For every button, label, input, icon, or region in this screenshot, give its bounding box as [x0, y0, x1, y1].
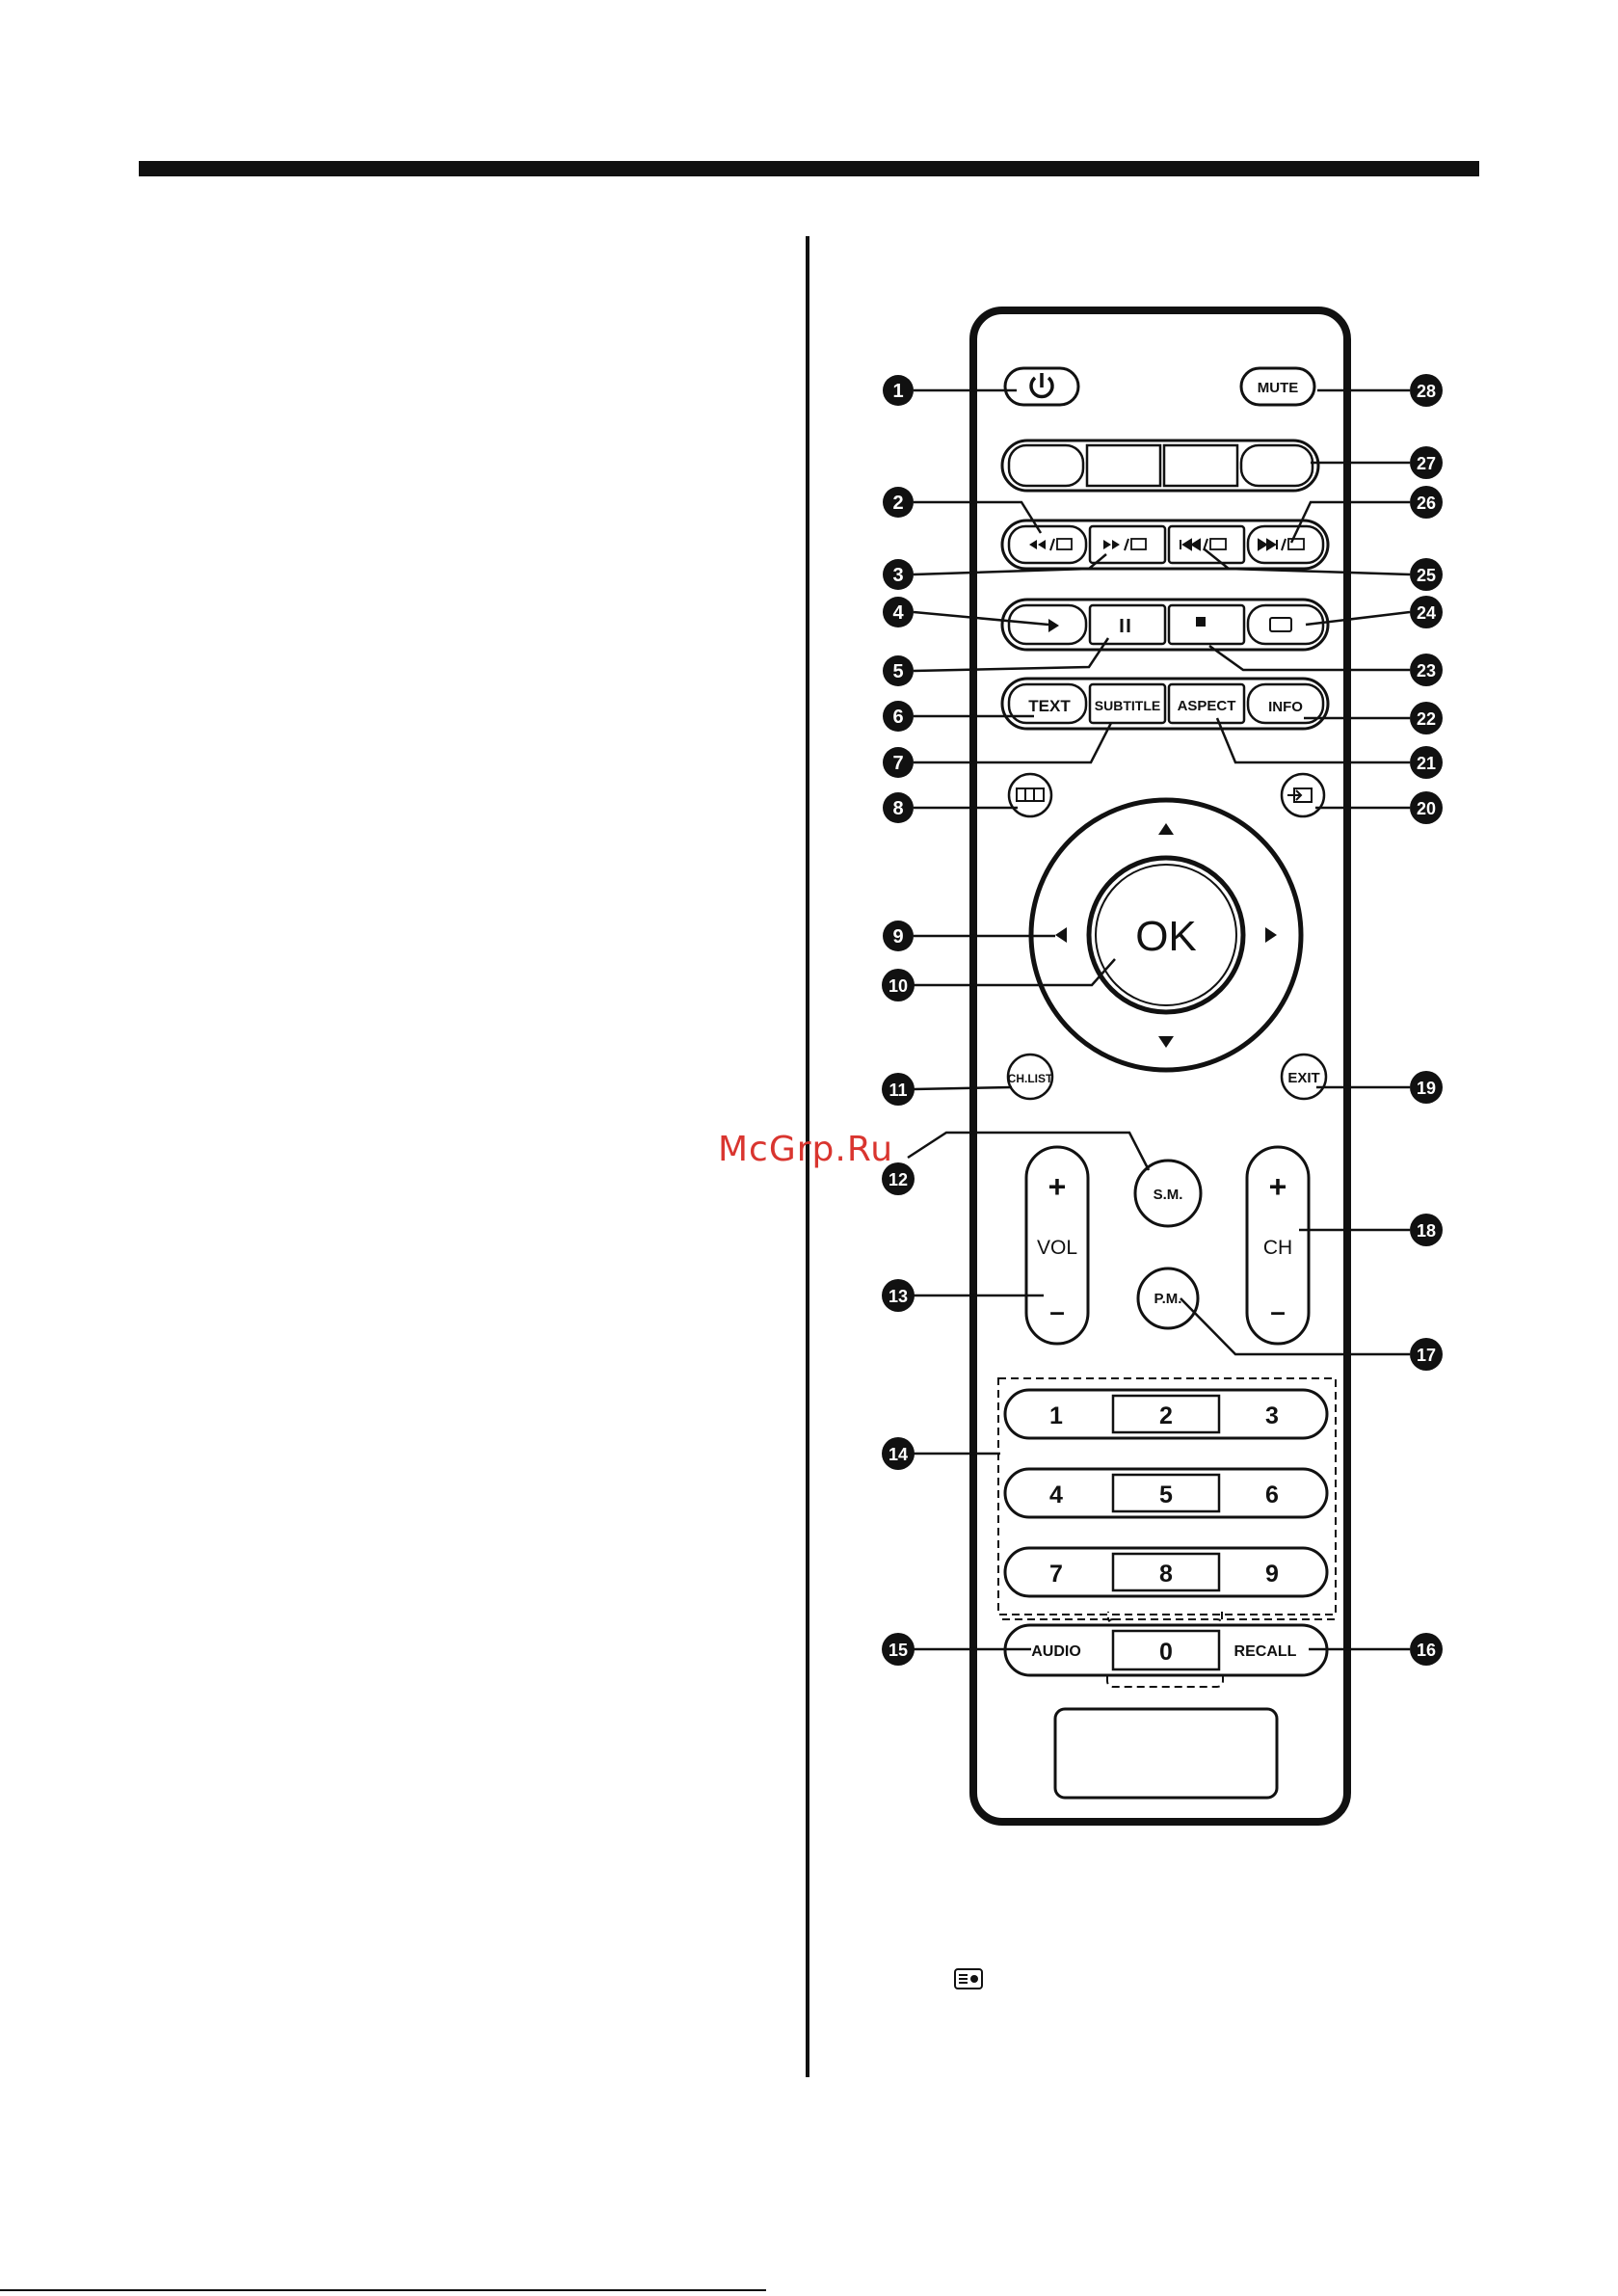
- stop-icon: [1196, 617, 1206, 627]
- mute-button[interactable]: MUTE: [1241, 368, 1314, 405]
- callout-17: 17: [1417, 1346, 1436, 1365]
- ok-button[interactable]: OK: [1089, 858, 1243, 1012]
- text-label: TEXT: [1028, 697, 1071, 715]
- volume-up-label[interactable]: +: [1048, 1169, 1067, 1204]
- callout-1: 1: [892, 381, 903, 402]
- digit-3-button[interactable]: 3: [1265, 1402, 1279, 1429]
- ch-list-label: CH.LIST: [1008, 1072, 1053, 1085]
- callout-4: 4: [892, 602, 904, 624]
- stop-button[interactable]: [1169, 605, 1244, 644]
- callout-25: 25: [1417, 566, 1436, 585]
- recall-button[interactable]: RECALL: [1234, 1643, 1297, 1660]
- callout-8: 8: [892, 798, 903, 819]
- volume-label: VOL: [1037, 1237, 1077, 1259]
- exit-button[interactable]: EXIT: [1282, 1055, 1326, 1099]
- text-row: TEXT SUBTITLE ASPECT INFO: [1002, 679, 1328, 729]
- callout-16: 16: [1417, 1641, 1436, 1660]
- rewind-button[interactable]: [1009, 526, 1086, 563]
- volume-rocker[interactable]: + VOL –: [1026, 1147, 1088, 1344]
- aspect-button[interactable]: ASPECT: [1169, 684, 1244, 723]
- channel-down-label[interactable]: –: [1270, 1296, 1286, 1326]
- callout-27: 27: [1417, 454, 1436, 473]
- bottom-row: AUDIO 0 RECALL: [1002, 1612, 1336, 1687]
- navigation-pad: OK: [1031, 800, 1301, 1070]
- transport-row-1: [1002, 521, 1328, 569]
- source-button[interactable]: [1282, 774, 1324, 816]
- callout-13: 13: [889, 1287, 908, 1306]
- digit-7-button[interactable]: 7: [1049, 1561, 1063, 1588]
- transport-row-2: [1002, 600, 1328, 650]
- mute-label: MUTE: [1258, 380, 1299, 396]
- subtitle-button[interactable]: SUBTITLE: [1090, 684, 1165, 723]
- teletext-icon: [954, 1968, 983, 1989]
- callout-22: 22: [1417, 709, 1436, 729]
- exit-label: EXIT: [1287, 1070, 1319, 1086]
- callout-5: 5: [892, 661, 903, 682]
- callout-11: 11: [889, 1081, 907, 1100]
- callout-6: 6: [892, 707, 903, 728]
- sound-mode-button[interactable]: S.M.: [1135, 1161, 1201, 1226]
- digit-6-button[interactable]: 6: [1265, 1482, 1279, 1508]
- red-key[interactable]: [1009, 445, 1083, 486]
- skip-next-button[interactable]: [1248, 526, 1323, 563]
- digit-8-button[interactable]: 8: [1159, 1561, 1173, 1588]
- callout-23: 23: [1417, 661, 1436, 681]
- callout-20: 20: [1417, 799, 1436, 818]
- pause-button[interactable]: [1090, 605, 1165, 644]
- menu-button[interactable]: [1009, 774, 1051, 816]
- channel-label: CH: [1263, 1237, 1292, 1259]
- ir-window: [1055, 1709, 1277, 1798]
- digit-0-button[interactable]: 0: [1159, 1639, 1173, 1666]
- picture-mode-label: P.M.: [1154, 1291, 1182, 1307]
- callout-26: 26: [1417, 494, 1436, 513]
- ok-label: OK: [1135, 913, 1197, 960]
- yellow-key[interactable]: [1164, 445, 1237, 486]
- picture-mode-button[interactable]: P.M.: [1138, 1268, 1198, 1328]
- volume-down-label[interactable]: –: [1049, 1296, 1065, 1326]
- audio-button[interactable]: AUDIO: [1031, 1643, 1081, 1660]
- callout-7: 7: [892, 753, 903, 774]
- callout-15: 15: [889, 1641, 908, 1660]
- subtitle-label: SUBTITLE: [1095, 698, 1160, 713]
- callout-10: 10: [889, 976, 908, 996]
- callout-3: 3: [892, 565, 903, 586]
- callout-19: 19: [1417, 1079, 1436, 1098]
- digit-4-button[interactable]: 4: [1049, 1482, 1063, 1508]
- sound-mode-label: S.M.: [1154, 1187, 1183, 1203]
- info-label: INFO: [1268, 699, 1303, 715]
- digit-5-button[interactable]: 5: [1159, 1482, 1173, 1508]
- callout-28: 28: [1417, 382, 1436, 401]
- callout-21: 21: [1417, 754, 1436, 773]
- power-button[interactable]: [1005, 368, 1078, 405]
- color-keys-row: [1002, 441, 1318, 491]
- number-pad: 1 2 3 4 5 6 7 8 9: [998, 1378, 1336, 1615]
- green-key[interactable]: [1087, 445, 1160, 486]
- aspect-label: ASPECT: [1178, 698, 1236, 714]
- channel-up-label[interactable]: +: [1269, 1169, 1287, 1204]
- callout-9: 9: [892, 926, 903, 948]
- callout-18: 18: [1417, 1221, 1436, 1241]
- blue-key[interactable]: [1241, 445, 1313, 486]
- digit-1-button[interactable]: 1: [1049, 1402, 1063, 1429]
- digit-9-button[interactable]: 9: [1265, 1561, 1279, 1588]
- callout-2: 2: [892, 493, 903, 514]
- callout-24: 24: [1417, 603, 1436, 623]
- digit-2-button[interactable]: 2: [1159, 1402, 1173, 1429]
- callout-14: 14: [889, 1445, 908, 1464]
- ch-list-button[interactable]: CH.LIST: [1008, 1055, 1053, 1099]
- channel-rocker[interactable]: + CH –: [1247, 1147, 1309, 1344]
- callout-12: 12: [889, 1170, 908, 1189]
- skip-previous-button[interactable]: [1169, 526, 1244, 563]
